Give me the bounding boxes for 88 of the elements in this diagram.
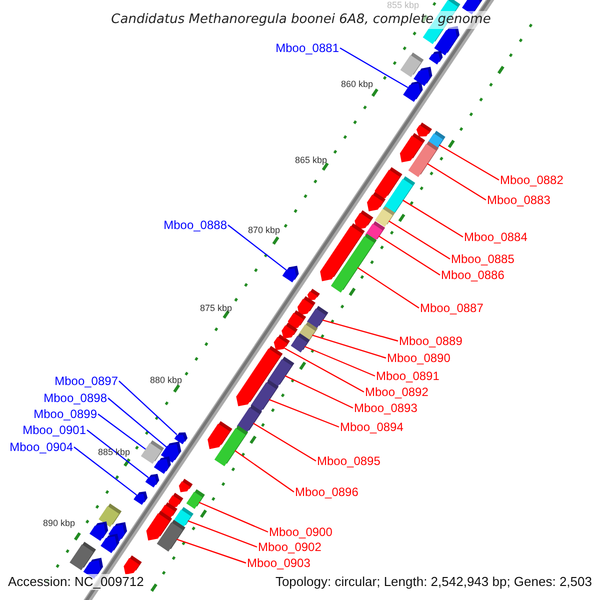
- gene-glyph: [282, 266, 299, 282]
- gene-glyph: [462, 0, 482, 14]
- gene-label: Mboo_0882: [500, 173, 564, 187]
- gene-label: Mboo_0884: [464, 230, 528, 244]
- gene-label: Mboo_0900: [269, 525, 332, 539]
- gene-glyph: [434, 26, 460, 56]
- scale-label: 885 kbp: [98, 446, 130, 458]
- gene-glyph: [145, 474, 160, 488]
- gene-glyph: [400, 133, 426, 162]
- leader-line: [108, 398, 167, 448]
- gene-label: Mboo_0903: [247, 556, 310, 570]
- leader-line: [268, 399, 340, 428]
- leader-line: [284, 375, 354, 409]
- gene-label: Mboo_0887: [420, 301, 484, 315]
- gene-block: [290, 333, 310, 352]
- gene-label: Mboo_0886: [441, 268, 504, 282]
- gene-glyph: [174, 432, 188, 444]
- leader-line: [426, 163, 486, 200]
- gene-glyph: [354, 210, 374, 230]
- leader-line: [322, 319, 398, 342]
- gene-glyph: [282, 322, 298, 338]
- scale-label: 855 kbp: [386, 0, 419, 11]
- scale-label: 860 kbp: [340, 78, 373, 90]
- leader-line: [378, 236, 440, 276]
- gene-glyph: [208, 421, 232, 450]
- leader-line: [304, 346, 376, 377]
- gene-label: Mboo_0885: [451, 252, 514, 266]
- gene-label: Mboo_0901: [22, 423, 86, 437]
- scale-label: 870 kbp: [248, 224, 280, 236]
- leader-line: [438, 144, 500, 181]
- gene-glyph: [124, 555, 142, 574]
- gene-glyph: [298, 296, 316, 316]
- scale-label: 890 kbp: [42, 517, 75, 529]
- scale-label: 880 kbp: [150, 374, 182, 386]
- gene-glyph: [134, 491, 148, 505]
- gene-block: [400, 52, 424, 78]
- gene-label: Mboo_0881: [276, 41, 339, 55]
- gene-label: Mboo_0902: [258, 540, 322, 554]
- gene-label: Mboo_0895: [317, 454, 380, 468]
- gene-glyph: [100, 534, 120, 554]
- gene-block: [186, 489, 205, 509]
- gene-label: Mboo_0888: [164, 218, 227, 232]
- gene-label: Mboo_0898: [44, 391, 107, 405]
- gene-label: Mboo_0889: [399, 334, 462, 348]
- leader-line: [176, 538, 246, 564]
- gene-label: Mboo_0897: [54, 374, 118, 388]
- gene-glyph: [414, 66, 432, 86]
- gene-glyph: [307, 288, 320, 300]
- leader-line: [234, 450, 294, 492]
- gene-label: Mboo_0904: [10, 440, 73, 454]
- leader-line: [118, 380, 178, 436]
- leader-line: [357, 267, 420, 308]
- gene-label: Mboo_0892: [365, 385, 428, 399]
- leader-line: [252, 422, 316, 462]
- leader-line: [228, 224, 287, 270]
- leader-line: [86, 430, 149, 478]
- gene-label: Mboo_0890: [387, 351, 450, 365]
- leader-line: [98, 414, 146, 450]
- gene-glyph: [90, 522, 108, 541]
- leader-line: [74, 446, 137, 496]
- gene-label: Mboo_0891: [376, 369, 440, 383]
- gene-glyph: [154, 456, 171, 474]
- scale-label: 865 kbp: [294, 154, 327, 166]
- leader-line: [402, 200, 464, 238]
- leader-line: [388, 220, 450, 260]
- gene-label: Mboo_0899: [34, 407, 97, 421]
- leader-line: [284, 348, 364, 393]
- gene-glyph: [428, 50, 443, 64]
- gene-glyph: [374, 167, 402, 200]
- gene-glyph: [416, 122, 432, 137]
- accession-text: Accession: NC_009712: [8, 574, 144, 590]
- genome-summary-text: Topology: circular; Length: 2,542,943 bp; Genes: 2,503: [275, 574, 592, 590]
- gene-label: Mboo_0893: [354, 401, 418, 415]
- leader-line: [340, 47, 408, 88]
- leader-line: [188, 520, 258, 548]
- leader-line: [198, 502, 268, 533]
- gene-glyph: [178, 478, 193, 492]
- gene-label: Mboo_0896: [295, 485, 358, 499]
- gene-glyph: [367, 192, 386, 212]
- gene-glyph: [320, 223, 365, 282]
- gene-label: Mboo_0883: [487, 193, 550, 207]
- leader-line: [312, 334, 386, 359]
- gene-label: Mboo_0894: [340, 420, 404, 434]
- gene-glyph: [146, 510, 172, 540]
- gene-glyph: [236, 346, 283, 406]
- gene-glyph: [403, 80, 423, 102]
- gene-block: [140, 440, 164, 464]
- scale-label: 875 kbp: [200, 302, 232, 314]
